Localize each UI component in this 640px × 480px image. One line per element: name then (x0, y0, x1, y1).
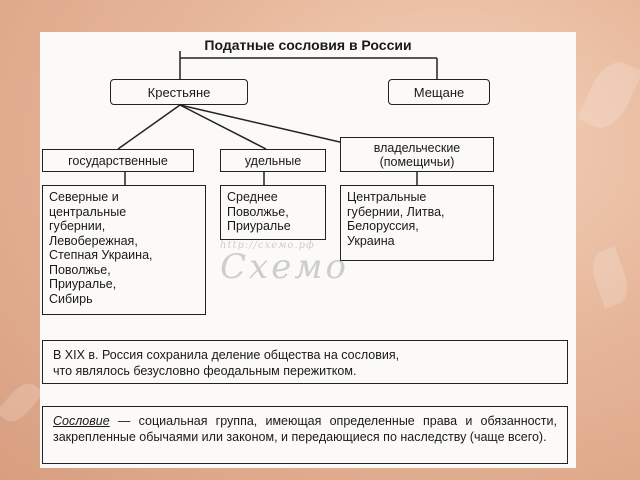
townspeople-box: Мещане (388, 79, 490, 105)
region-line: центральные (49, 204, 127, 219)
diagram-slide: Податные сословия в России Крестьяне Мещ… (40, 32, 576, 468)
region-line: Среднее (227, 190, 278, 204)
region-line: Сибирь (49, 291, 93, 306)
diagram-title: Податные сословия в России (204, 37, 412, 53)
category-owned-peasants: владельческие (помещичьи) (340, 137, 494, 172)
region-line: Центральные (347, 190, 427, 204)
region-line: Северные и (49, 190, 119, 204)
category-label: владельческие (373, 140, 461, 155)
background-leaf (577, 54, 640, 136)
category-state-peasants: государственные (42, 149, 194, 172)
peasants-box: Крестьяне (110, 79, 248, 105)
note-line: В XIX в. Россия сохранила деление общест… (53, 348, 400, 362)
region-line: губернии, Литва, (347, 204, 445, 219)
background-leaf (586, 246, 634, 309)
category-appanage-peasants: удельные (220, 149, 326, 172)
note-line: что являлось безусловно феодальным переж… (53, 364, 357, 378)
category-label: удельные (244, 153, 302, 168)
category-label: (помещичьи) (379, 154, 455, 169)
regions-state-peasants: Северные и центральные губернии, Левобер… (42, 185, 206, 315)
region-line: Приуралье, (49, 277, 117, 291)
connector-to-owned (179, 104, 371, 150)
region-line: Поволжье, (227, 204, 289, 219)
definition-text: — социальная группа, имеющая определенны… (53, 414, 557, 444)
background-leaf (0, 377, 44, 428)
region-line: Поволжье, (49, 262, 111, 277)
connector-to-state (117, 104, 181, 150)
region-line: Степная Украина, (49, 248, 153, 262)
region-line: Украина (347, 233, 395, 248)
region-line: Левобережная, (49, 233, 138, 248)
region-line: Приуралье (227, 219, 291, 233)
connector-to-appanage (179, 104, 267, 150)
historical-note: В XIX в. Россия сохранила деление общест… (42, 340, 568, 384)
region-line: губернии, (49, 219, 106, 233)
region-line: Белоруссия, (347, 219, 419, 233)
definition-term: Сословие (53, 414, 110, 428)
category-label: государственные (68, 153, 168, 168)
regions-appanage-peasants: Среднее Поволжье, Приуралье (220, 185, 326, 240)
regions-owned-peasants: Центральные губернии, Литва, Белоруссия,… (340, 185, 494, 261)
definition-box: Сословие — социальная группа, имеющая оп… (42, 406, 568, 464)
connector-lines (117, 51, 438, 185)
